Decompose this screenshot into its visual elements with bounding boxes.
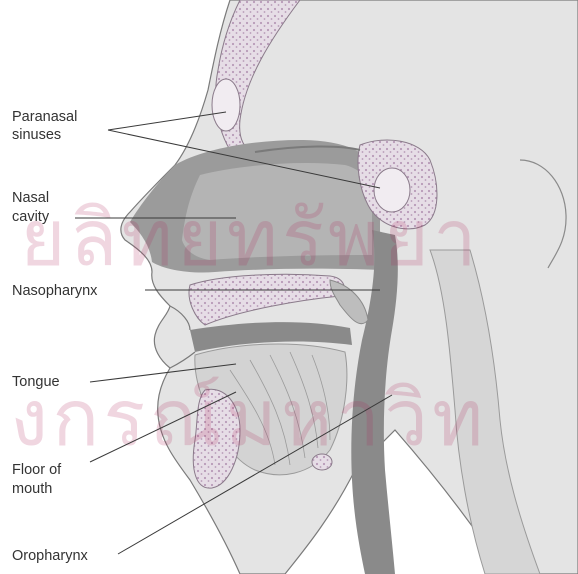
watermark-line-1: ยลิทยทรัพยา <box>20 194 481 284</box>
label-tongue-line1: Tongue <box>12 374 60 390</box>
label-floor-line1: Floor of <box>12 462 62 478</box>
label-paranasal-line1: Paranasal <box>12 109 77 125</box>
label-nasal-cavity-line2: cavity <box>12 209 50 225</box>
frontal-sinus <box>212 79 240 131</box>
label-tongue: Tongue <box>12 374 60 390</box>
watermark-line-2: งกรณ์มหาวิท <box>10 374 487 464</box>
label-paranasal-line2: sinuses <box>12 127 61 143</box>
label-floor-line2: mouth <box>12 481 52 497</box>
label-nasopharynx: Nasopharynx <box>12 283 98 299</box>
label-oropharynx: Oropharynx <box>12 548 89 564</box>
label-oropharynx-line1: Oropharynx <box>12 548 89 564</box>
label-nasal-cavity-line1: Nasal <box>12 190 49 206</box>
label-nasopharynx-line1: Nasopharynx <box>12 283 98 299</box>
